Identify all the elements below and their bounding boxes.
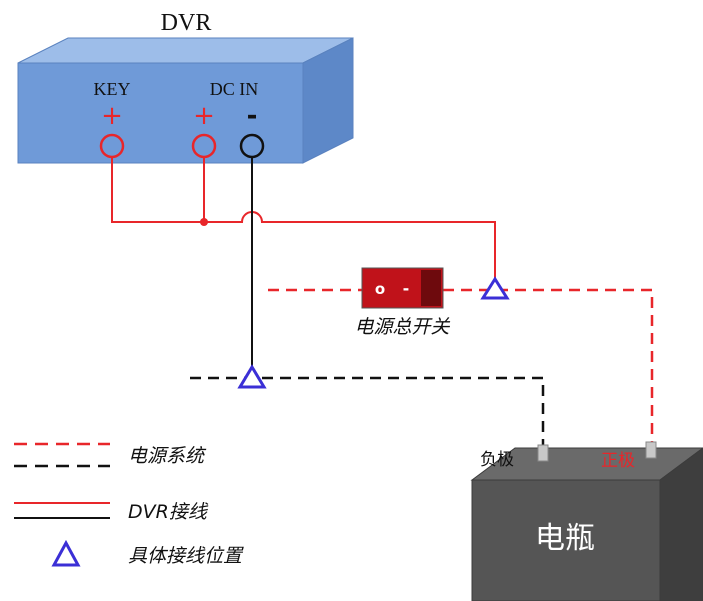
dc-minus-symbol: - (247, 101, 258, 131)
battery-positive-label: 正极 (601, 451, 635, 471)
battery (470, 441, 703, 601)
main-power-switch (361, 267, 444, 309)
junction-dot (200, 218, 208, 226)
legend (14, 442, 110, 567)
battery-negative-post (537, 444, 549, 462)
switch-rocker-shadow (421, 270, 441, 306)
negative-connection-marker (237, 364, 267, 389)
key-terminal (99, 133, 125, 159)
dc-plus-symbol: + (193, 101, 215, 131)
key-label: KEY (94, 79, 131, 99)
power-negative-dashed-line (190, 376, 545, 448)
positive-connection-marker (480, 276, 510, 300)
legend-marker-triangle (51, 539, 81, 567)
battery-front (471, 479, 661, 601)
battery-positive-post (645, 441, 657, 459)
battery-negative-label: 负极 (480, 450, 514, 470)
dc-positive-terminal (191, 133, 217, 159)
legend-power-system-label: 电源系统 (128, 445, 207, 467)
battery-label: 电瓶 (535, 521, 595, 556)
dc-in-label: DC IN (210, 79, 259, 99)
legend-connection-points-label: 具体接线位置 (128, 545, 244, 567)
dvr-box-top (17, 37, 354, 64)
dvr-positive-wire (111, 157, 496, 280)
switch-off-symbol: - (403, 279, 410, 298)
dvr-unit (17, 37, 354, 164)
power-positive-dashed-line (268, 288, 654, 448)
key-plus-symbol: + (101, 101, 123, 131)
switch-on-symbol: o (375, 280, 385, 298)
legend-dvr-wiring-label: DVR接线 (128, 501, 209, 523)
switch-label: 电源总开关 (354, 316, 450, 338)
dvr-title: DVR (161, 10, 212, 36)
dc-negative-terminal (239, 133, 265, 159)
